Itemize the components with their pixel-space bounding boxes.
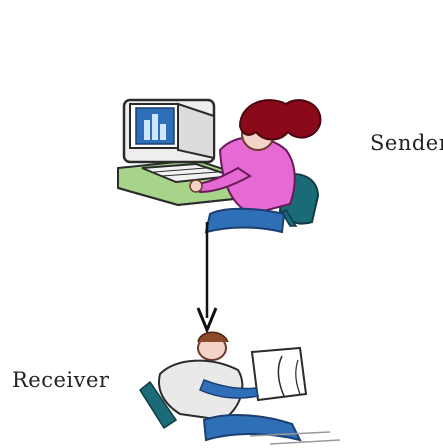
receiver-label: Receiver: [12, 368, 109, 392]
sender-label: Sender: [370, 131, 443, 155]
person-at-computer-icon: [118, 100, 320, 232]
arrow-down-icon: [198, 222, 216, 330]
person-reading-icon: [140, 332, 340, 444]
